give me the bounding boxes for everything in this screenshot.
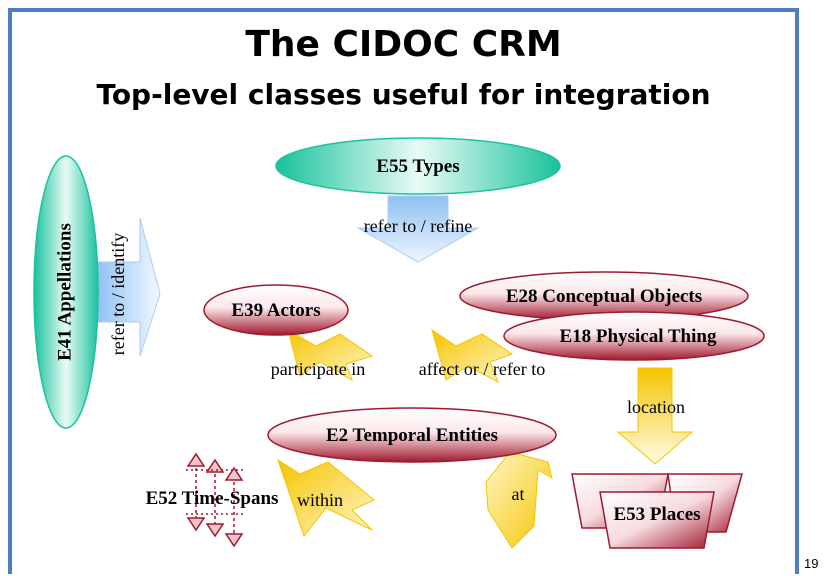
slide-frame (8, 8, 799, 574)
participate-label: participate in (271, 359, 365, 379)
within-label: within (297, 490, 343, 510)
appellations-node (33, 155, 99, 429)
slide-title: The CIDOC CRM (245, 24, 562, 65)
actors-label: E39 Actors (231, 300, 320, 321)
time-spans-label: E52 Time-Spans (146, 488, 279, 509)
affect-arrow (431, 328, 514, 384)
at-arrow (485, 451, 553, 549)
location-label: location (627, 397, 685, 417)
temporal-entities-node (267, 407, 557, 463)
actors-node (203, 284, 349, 336)
slide-subtitle: Top-level classes useful for integration (96, 78, 711, 111)
page-number: 19 (804, 556, 819, 571)
refer-refine-arrow (356, 195, 480, 263)
appellations-label: E41 Appellations (54, 223, 75, 361)
location-arrow (616, 367, 694, 465)
refer-identify-label: refer to / identify (108, 233, 128, 355)
types-label: E55 Types (376, 156, 459, 177)
refer-refine-label: refer to / refine (364, 216, 472, 236)
places-shape (571, 473, 743, 549)
affect-label: affect or / refer to (419, 359, 546, 379)
conceptual-objects-label: E28 Conceptual Objects (506, 286, 702, 307)
physical-thing-node (503, 311, 765, 361)
within-arrow (277, 458, 375, 538)
types-node (275, 137, 561, 195)
participate-arrow (287, 328, 374, 382)
time-spans-icon (186, 452, 246, 548)
temporal-entities-label: E2 Temporal Entities (326, 425, 498, 446)
places-label: E53 Places (613, 504, 700, 525)
physical-thing-label: E18 Physical Thing (560, 326, 717, 347)
at-label: at (512, 484, 525, 504)
refer-identify-arrow (96, 217, 161, 357)
